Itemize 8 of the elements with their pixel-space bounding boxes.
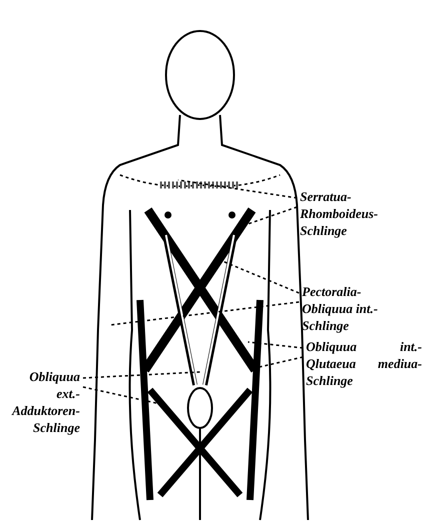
sling-label: Obliquua int.- Qlutaeua mediua- Schlinge [306, 338, 422, 389]
leader-line [178, 179, 298, 199]
leader-line [248, 341, 304, 349]
sling-label: Pectoralia- Obliquua int.- Schlinge [302, 283, 402, 334]
sling-label: Obliquua ext.- Adduktoren- Schlinge [8, 368, 80, 436]
sling-label: Serratua- Rhomboideus- Schlinge [300, 188, 400, 239]
leader-line [82, 371, 200, 379]
leader-line [110, 301, 300, 326]
